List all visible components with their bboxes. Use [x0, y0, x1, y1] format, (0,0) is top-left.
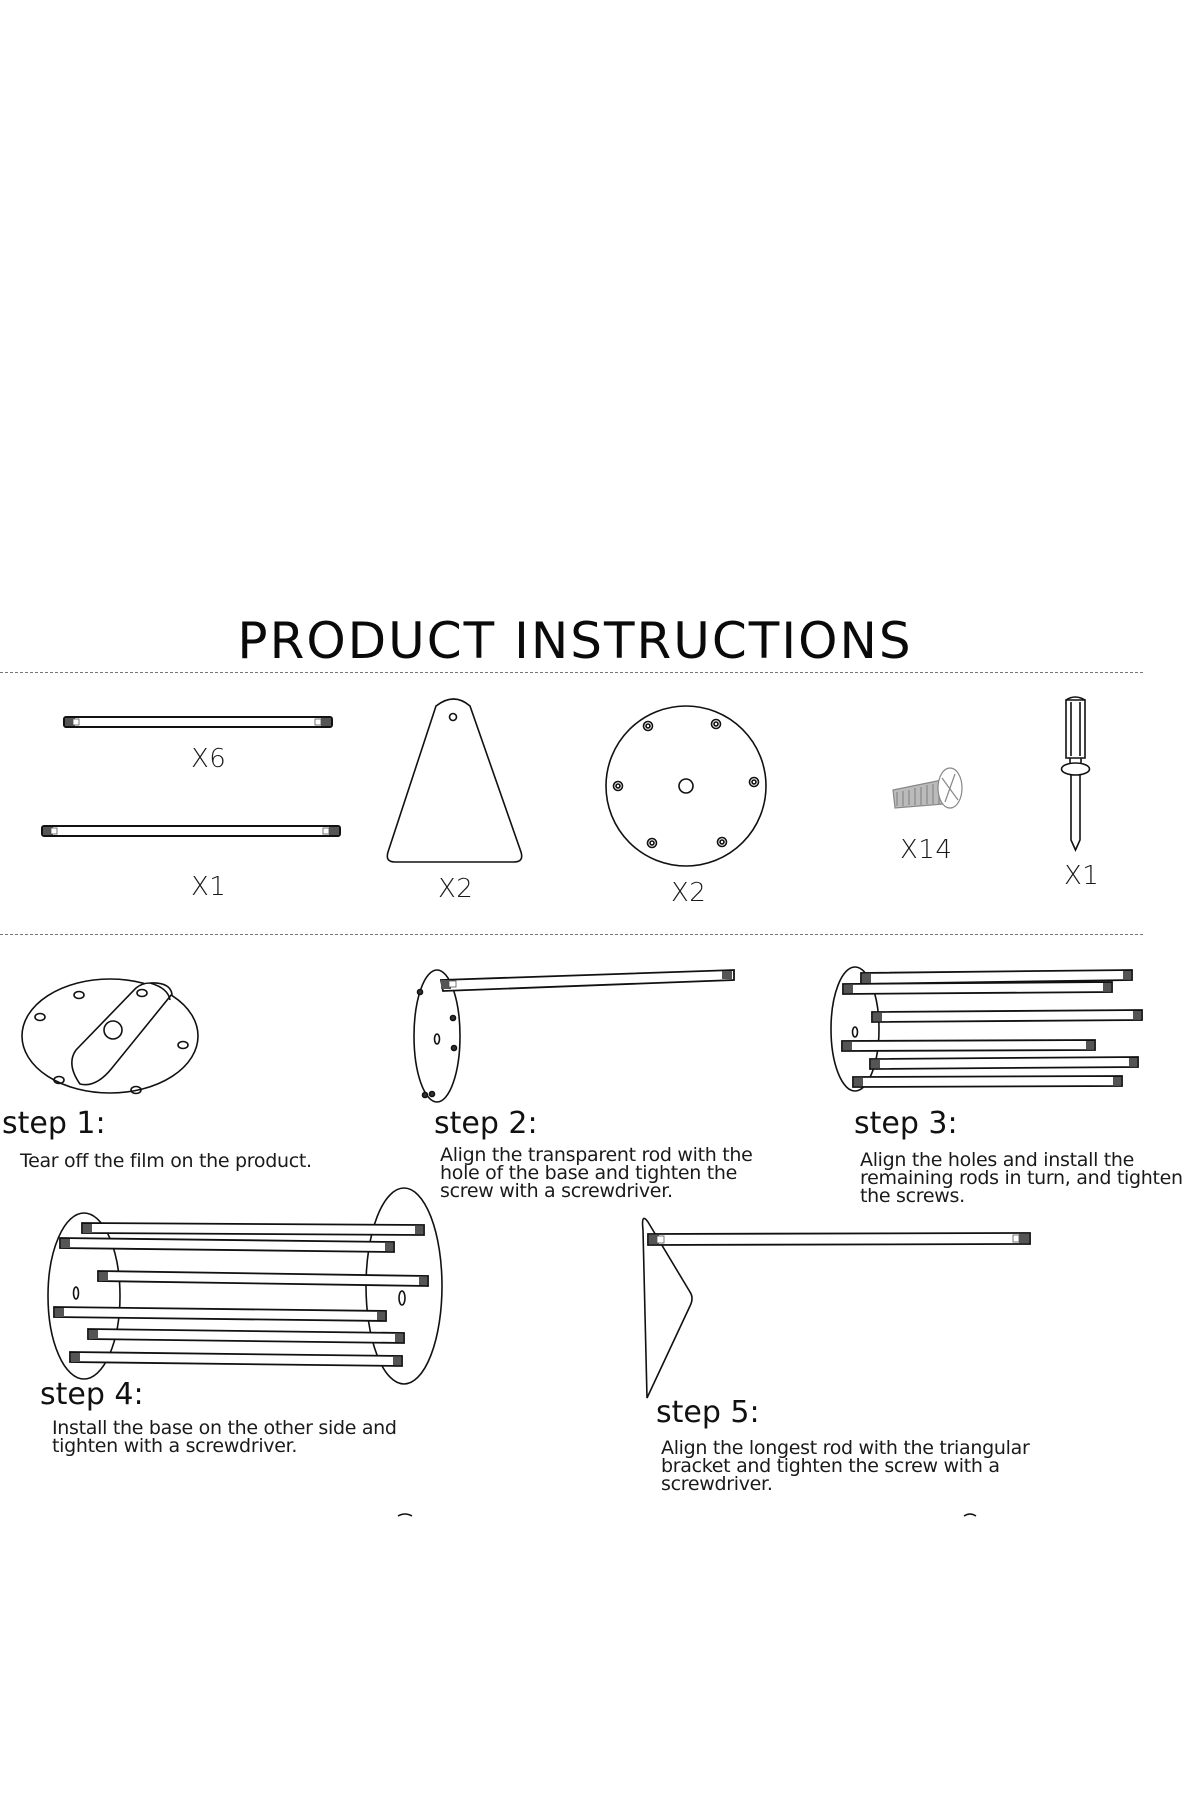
step3-line: the screws. [860, 1185, 965, 1207]
divider-middle [0, 934, 1143, 935]
fragment-mark [963, 1513, 977, 1517]
step4-line: Install the base on the other side and [52, 1417, 397, 1439]
step3-text: Align the holes and install the remainin… [860, 1149, 1183, 1207]
qty-triangular-bracket: X2 [438, 874, 474, 904]
step4-line: tighten with a screwdriver. [52, 1435, 298, 1457]
step2-line: screw with a screwdriver. [440, 1180, 673, 1202]
round-base-icon [605, 705, 767, 867]
step4-heading: step 4: [40, 1377, 144, 1412]
qty-screw: X14 [900, 835, 953, 865]
step5-text: Align the longest rod with the triangula… [661, 1437, 1030, 1495]
divider-top [0, 672, 1143, 673]
step3-line: remaining rods in turn, and tighten [860, 1167, 1183, 1189]
step5-illustration [641, 1217, 1031, 1399]
qty-short-rod: X6 [191, 744, 227, 774]
step2-line: hole of the base and tighten the [440, 1162, 737, 1184]
qty-round-base: X2 [671, 878, 707, 908]
screwdriver-icon [1060, 696, 1091, 852]
step1-text: Tear off the film on the product. [20, 1150, 312, 1172]
triangular-bracket-icon [386, 698, 523, 863]
step1-line: Tear off the film on the product. [20, 1150, 312, 1172]
step2-heading: step 2: [434, 1106, 538, 1141]
screw-icon [892, 767, 963, 809]
qty-long-rod: X1 [191, 872, 227, 902]
long-rod-icon [41, 825, 341, 837]
step1-heading: step 1: [2, 1106, 106, 1141]
step5-line: screwdriver. [661, 1473, 773, 1495]
step2-line: Align the transparent rod with the [440, 1144, 753, 1166]
step4-text: Install the base on the other side and t… [52, 1417, 397, 1457]
step5-heading: step 5: [656, 1395, 760, 1430]
fragment-mark [397, 1513, 413, 1517]
step3-line: Align the holes and install the [860, 1149, 1135, 1171]
step3-illustration [830, 966, 1143, 1092]
step1-illustration [21, 978, 199, 1095]
short-rod-icon [63, 716, 333, 728]
step3-heading: step 3: [854, 1106, 958, 1141]
qty-screwdriver: X1 [1064, 861, 1100, 891]
page-title: PRODUCT INSTRUCTIONS [237, 612, 913, 670]
step5-line: Align the longest rod with the triangula… [661, 1437, 1030, 1459]
step2-illustration [413, 969, 735, 1103]
step2-text: Align the transparent rod with the hole … [440, 1144, 753, 1202]
step5-line: bracket and tighten the screw with a [661, 1455, 1000, 1477]
step4-illustration [47, 1187, 443, 1385]
